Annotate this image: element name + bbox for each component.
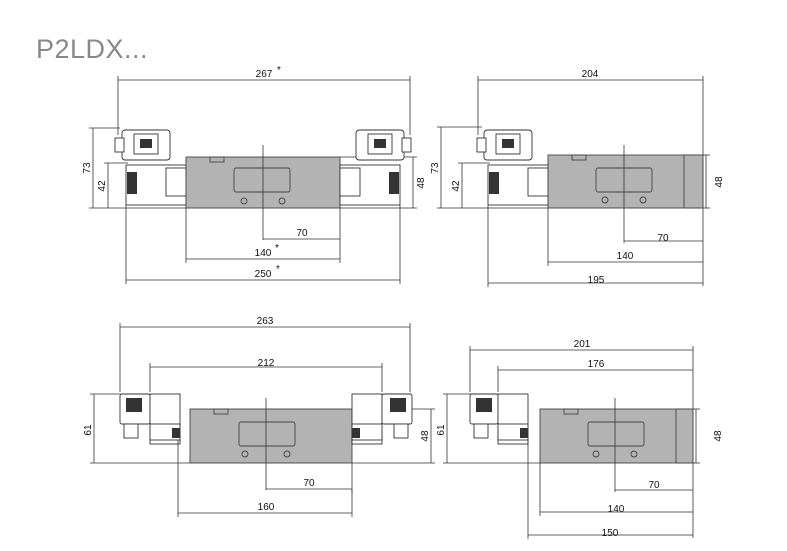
din-terminal-right <box>374 139 386 148</box>
dim-label-overall-top: 204 <box>582 69 599 80</box>
coil-nut-left <box>127 172 137 194</box>
valve-label-window <box>587 421 645 447</box>
dim-label-height-total: 61 <box>436 424 447 436</box>
coil-nut-left <box>123 423 139 439</box>
dim-label-height-total: 73 <box>430 162 441 174</box>
connector-terminal <box>476 398 492 412</box>
dim-label-overall-bottom: 250 <box>255 269 272 280</box>
cable-gland-right <box>401 137 412 153</box>
dim-label-overall-bottom: 150 <box>602 528 619 539</box>
dim-asterisk: * <box>277 65 281 76</box>
valve-end-cap <box>675 408 694 464</box>
dim-label-port-offset: 70 <box>296 228 308 239</box>
mounting-hole <box>278 197 286 205</box>
din-terminal <box>502 139 514 148</box>
coil-nut-right <box>393 423 409 439</box>
valve-body <box>189 408 353 464</box>
drawing-top-left: 267 * 73 42 48 <box>82 65 427 284</box>
mounting-hole <box>630 450 638 458</box>
dim-label-overall-bottom: 160 <box>258 502 275 513</box>
dim-label-height-body: 48 <box>713 430 724 442</box>
dim-label-overall-bottom: 195 <box>588 275 605 286</box>
dim-label-port-offset: 70 <box>648 480 660 491</box>
dim-label-height-body: 48 <box>420 430 431 442</box>
mounting-hole <box>639 196 647 204</box>
dim-label-body-length: 140 <box>617 251 634 262</box>
connector-terminal-left <box>126 398 142 412</box>
drawing-top-right: 204 73 42 48 70 140 195 <box>430 69 725 287</box>
valve-body <box>539 408 694 464</box>
din-terminal-left <box>140 139 152 148</box>
mounting-hole <box>601 196 609 204</box>
dim-label-height-total: 73 <box>82 162 93 174</box>
valve-top-tab <box>571 154 587 161</box>
dim-label-height-coil: 42 <box>451 180 462 192</box>
coil-nut-right <box>389 172 399 194</box>
mounting-hole <box>240 197 248 205</box>
solenoid-tube-right <box>339 167 361 197</box>
coil-nut <box>489 172 499 194</box>
drawing-bottom-left: 263 212 61 48 70 <box>83 316 435 517</box>
coil-plug <box>520 428 528 438</box>
cable-gland-left <box>114 137 125 153</box>
valve-top-tab <box>209 156 225 163</box>
valve-label-window <box>233 167 291 193</box>
dim-asterisk: * <box>275 243 279 254</box>
valve-end-cap <box>683 154 704 209</box>
dim-label-inner-top: 176 <box>588 359 605 370</box>
valve-body <box>547 154 704 209</box>
valve-top-tab <box>213 408 229 415</box>
coil-nut <box>473 423 489 439</box>
drawing-bottom-right: 201 176 61 48 70 140 150 <box>436 339 724 539</box>
dim-label-height-total: 61 <box>83 424 94 436</box>
dim-label-overall-top: 201 <box>574 339 591 350</box>
mounting-hole <box>283 450 291 458</box>
cable-gland <box>476 137 487 153</box>
dim-label-body-length: 140 <box>608 504 625 515</box>
dim-asterisk: * <box>276 264 280 275</box>
dim-label-port-offset: 70 <box>657 233 669 244</box>
dim-label-overall-top: 263 <box>257 316 274 327</box>
coil-plug-left <box>172 428 180 438</box>
page-title: P2LDX... <box>36 34 149 64</box>
dim-label-body-length: 140 <box>255 248 272 259</box>
dim-label-port-offset: 70 <box>303 478 315 489</box>
mounting-hole <box>592 450 600 458</box>
valve-label-window <box>238 421 296 447</box>
valve-top-tab <box>563 408 579 415</box>
dim-label-height-body: 48 <box>714 176 725 188</box>
coil-plug-right <box>352 428 360 438</box>
dim-label-height-coil: 42 <box>97 180 108 192</box>
dim-label-inner-top: 212 <box>258 358 275 369</box>
solenoid-tube-left <box>165 167 187 197</box>
solenoid-tube <box>527 167 549 197</box>
dim-label-overall-top: 267 <box>256 69 273 80</box>
dim-label-height-body: 48 <box>416 177 427 189</box>
connector-terminal-right <box>390 398 406 412</box>
mounting-hole <box>241 450 249 458</box>
